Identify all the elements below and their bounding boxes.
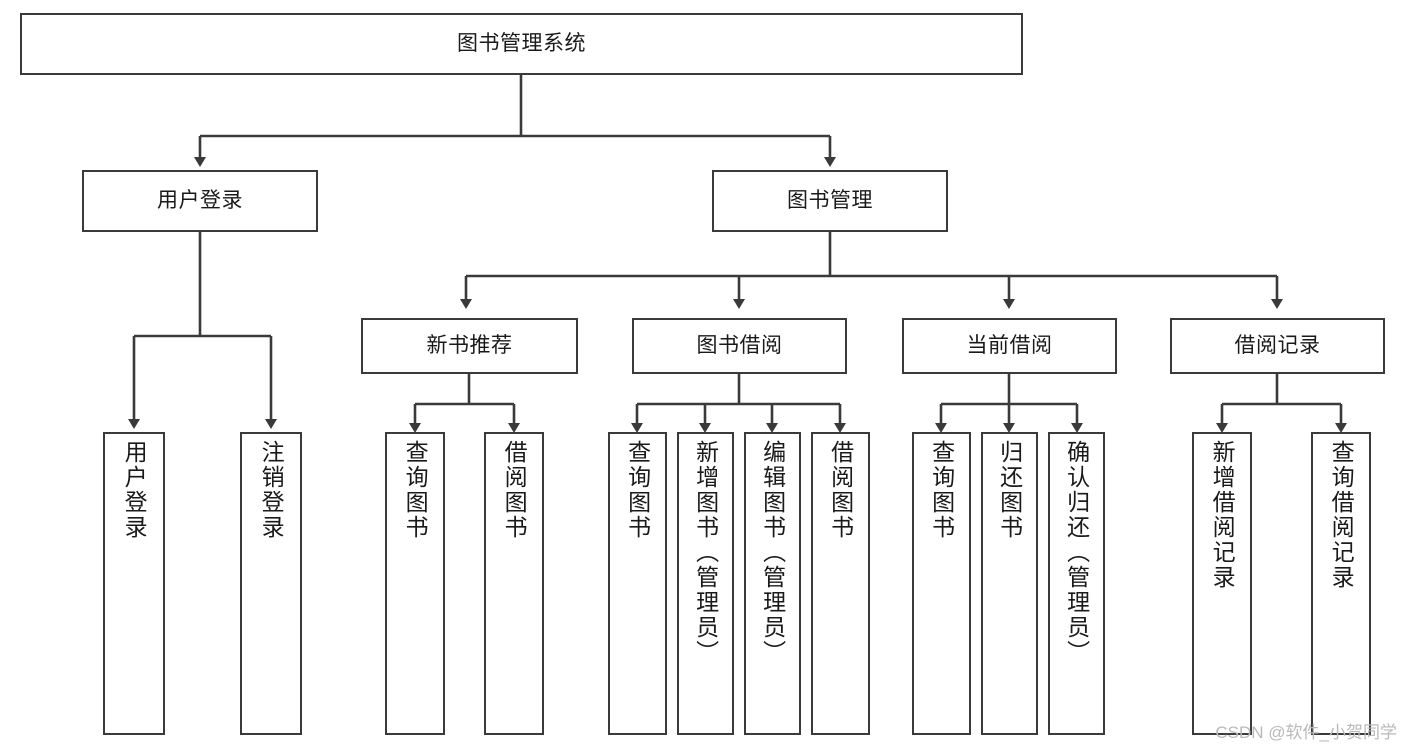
leaf-borrow-book-recommend-label: 借阅图书 (501, 440, 528, 540)
leaf-edit-book-admin[interactable]: 编辑图书（管理员） (744, 432, 801, 735)
leaf-query-book-recommend[interactable]: 查询图书 (385, 432, 445, 735)
leaf-query-book-borrow-label: 查询图书 (624, 440, 651, 540)
node-current-borrow[interactable]: 当前借阅 (902, 318, 1117, 374)
leaf-query-book-recommend-label: 查询图书 (402, 440, 429, 540)
leaf-confirm-return-admin[interactable]: 确认归还（管理员） (1048, 432, 1105, 735)
leaf-borrow-book-label: 借阅图书 (827, 440, 854, 540)
leaf-confirm-return-admin-label: 确认归还（管理员） (1063, 440, 1090, 665)
leaf-logout-label: 注销登录 (258, 440, 285, 540)
leaf-add-book-admin-label: 新增图书（管理员） (692, 440, 719, 665)
leaf-query-book-borrow[interactable]: 查询图书 (608, 432, 667, 735)
node-book-borrow[interactable]: 图书借阅 (632, 318, 847, 374)
leaf-user-login[interactable]: 用户登录 (103, 432, 165, 735)
node-book-borrow-label: 图书借阅 (696, 334, 783, 358)
leaf-query-book-current-label: 查询图书 (928, 440, 955, 540)
leaf-query-borrow-record[interactable]: 查询借阅记录 (1311, 432, 1371, 735)
leaf-edit-book-admin-label: 编辑图书（管理员） (759, 440, 786, 665)
node-root-label: 图书管理系统 (457, 32, 586, 56)
leaf-return-book-label: 归还图书 (996, 440, 1023, 540)
leaf-return-book[interactable]: 归还图书 (981, 432, 1038, 735)
leaf-add-book-admin[interactable]: 新增图书（管理员） (677, 432, 734, 735)
node-borrow-record-label: 借阅记录 (1234, 334, 1321, 358)
leaf-add-borrow-record[interactable]: 新增借阅记录 (1192, 432, 1252, 735)
leaf-query-book-current[interactable]: 查询图书 (912, 432, 971, 735)
node-new-book-recommend-label: 新书推荐 (426, 334, 513, 358)
node-root[interactable]: 图书管理系统 (20, 13, 1023, 75)
leaf-user-login-label: 用户登录 (121, 440, 148, 540)
node-borrow-record[interactable]: 借阅记录 (1170, 318, 1385, 374)
node-new-book-recommend[interactable]: 新书推荐 (361, 318, 578, 374)
leaf-borrow-book[interactable]: 借阅图书 (811, 432, 870, 735)
node-book-management[interactable]: 图书管理 (712, 170, 948, 232)
node-user-login[interactable]: 用户登录 (82, 170, 318, 232)
leaf-logout[interactable]: 注销登录 (240, 432, 302, 735)
watermark: CSDN @软件_小贺同学 (1215, 723, 1397, 742)
leaf-query-borrow-record-label: 查询借阅记录 (1328, 440, 1355, 590)
node-user-login-label: 用户登录 (157, 189, 243, 213)
leaf-borrow-book-recommend[interactable]: 借阅图书 (484, 432, 544, 735)
leaf-add-borrow-record-label: 新增借阅记录 (1209, 440, 1236, 590)
node-current-borrow-label: 当前借阅 (966, 334, 1053, 358)
node-book-management-label: 图书管理 (787, 189, 873, 213)
